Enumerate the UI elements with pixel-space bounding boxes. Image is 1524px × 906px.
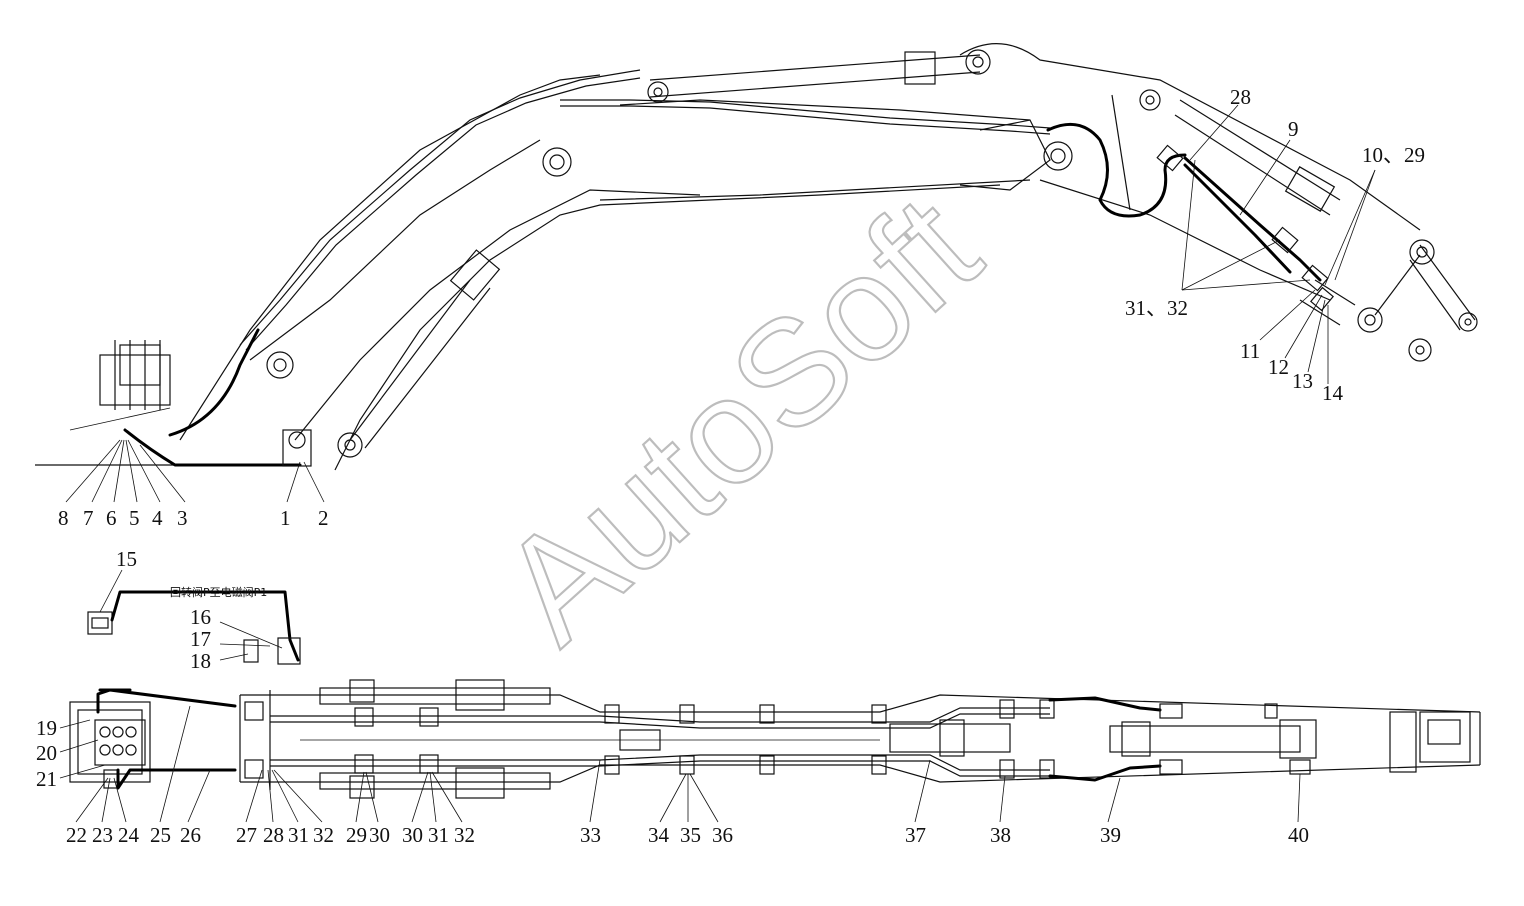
watermark: AutoSoft	[469, 164, 1009, 674]
callout-36: 36	[712, 823, 733, 847]
callout-25: 25	[150, 823, 171, 847]
top-view-boom-arm: 回转阀P至电磁阀P1	[69, 585, 1481, 799]
side-view-callouts: 8 7 6 5 4 3 1 2 28 9 10、29 31、32 11 12 1…	[58, 85, 1425, 530]
callout-8: 8	[58, 506, 69, 530]
callout-34: 34	[648, 823, 670, 847]
callout-26: 26	[180, 823, 201, 847]
callout-29: 29	[346, 823, 367, 847]
callout-28: 28	[1230, 85, 1251, 109]
callout-16: 16	[190, 605, 211, 629]
callout-33: 33	[580, 823, 601, 847]
callout-17: 17	[190, 627, 211, 651]
callout-21: 21	[36, 767, 57, 791]
callout-13: 13	[1292, 369, 1313, 393]
callout-32: 32	[454, 823, 475, 847]
side-leaders	[65, 104, 1376, 503]
callout-6: 6	[106, 506, 117, 530]
callout-37: 37	[905, 823, 926, 847]
callout-3: 3	[177, 506, 188, 530]
callout-30: 30	[402, 823, 423, 847]
callout-30: 30	[369, 823, 390, 847]
top-leaders	[59, 569, 1301, 823]
callout-7: 7	[83, 506, 94, 530]
callout-20: 20	[36, 741, 57, 765]
side-view-boom-arm	[35, 43, 1478, 471]
callout-35: 35	[680, 823, 701, 847]
callout-31: 31	[428, 823, 449, 847]
callout-40: 40	[1288, 823, 1309, 847]
callout-24: 24	[118, 823, 140, 847]
callout-31: 31	[288, 823, 309, 847]
callout-2: 2	[318, 506, 329, 530]
callout-19: 19	[36, 716, 57, 740]
callout-5: 5	[129, 506, 140, 530]
callout-1: 1	[280, 506, 291, 530]
callout-28: 28	[263, 823, 284, 847]
callout-31-32: 31、32	[1125, 296, 1188, 320]
top-view-callouts: 15 16 17 18 19 20 21 22 23 24 25 26 27 2…	[36, 547, 1309, 847]
callout-11: 11	[1240, 339, 1260, 363]
callout-9: 9	[1288, 117, 1299, 141]
callout-15: 15	[116, 547, 137, 571]
callout-23: 23	[92, 823, 113, 847]
callout-38: 38	[990, 823, 1011, 847]
callout-14: 14	[1322, 381, 1344, 405]
callout-18: 18	[190, 649, 211, 673]
callout-39: 39	[1100, 823, 1121, 847]
callout-4: 4	[152, 506, 163, 530]
callout-12: 12	[1268, 355, 1289, 379]
callout-10-29: 10、29	[1362, 143, 1425, 167]
hose-annotation: 回转阀P至电磁阀P1	[170, 585, 267, 599]
callout-22: 22	[66, 823, 87, 847]
callout-27: 27	[236, 823, 257, 847]
callout-32: 32	[313, 823, 334, 847]
